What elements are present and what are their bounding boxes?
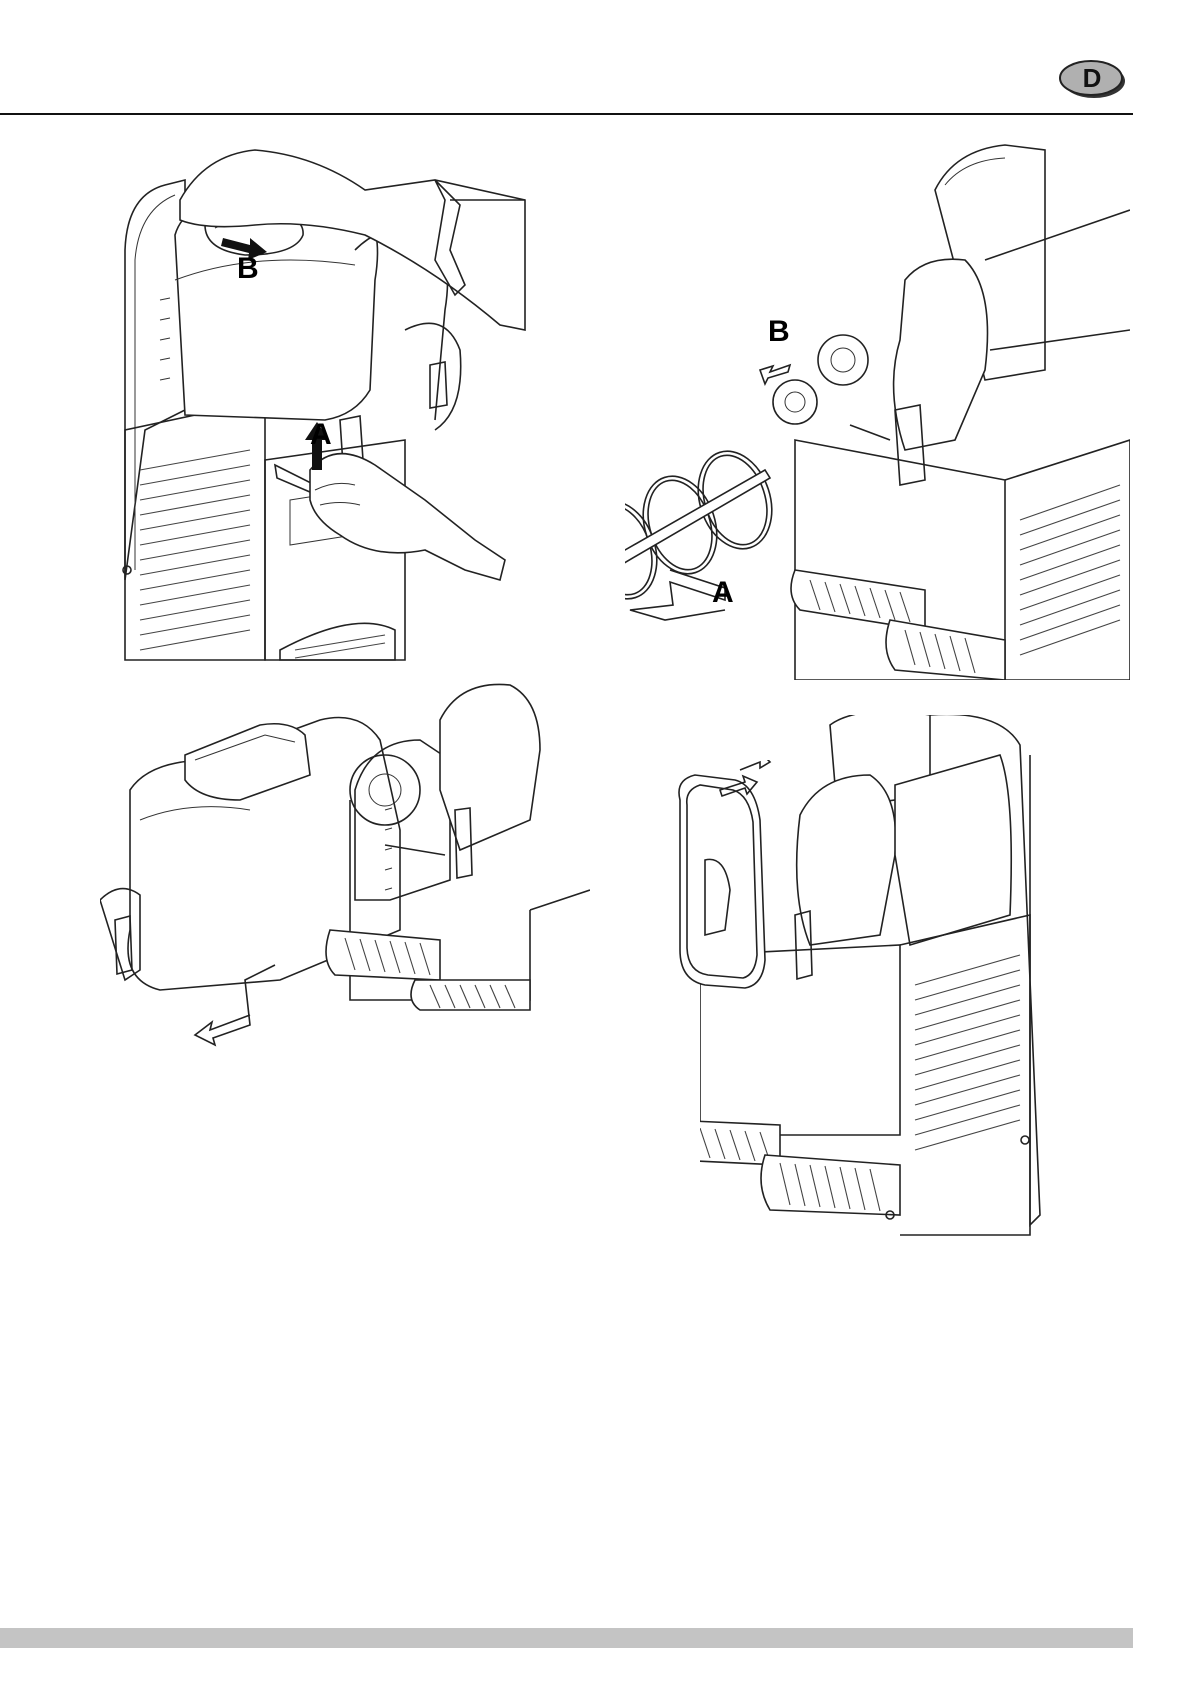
- figure-remove-auger: [625, 140, 1130, 680]
- figure-remove-lid-and-lock: [105, 140, 575, 665]
- footer-bar: [0, 1628, 1133, 1648]
- machine-illustration-1: [105, 140, 575, 665]
- callout-b-fig1: B: [237, 252, 259, 286]
- figure-remove-container: [100, 680, 590, 1090]
- seal-gasket-icon: [665, 760, 795, 1010]
- callout-a-fig1: A: [310, 418, 332, 452]
- language-letter: D: [1058, 58, 1126, 100]
- header-rule: [0, 113, 1133, 115]
- machine-illustration-2: [625, 140, 1130, 680]
- language-badge: D: [1058, 58, 1126, 100]
- machine-illustration-3: [100, 680, 590, 1090]
- callout-a-fig2: A: [712, 576, 734, 610]
- callout-b-fig2: B: [768, 315, 790, 349]
- figure-seal-gasket: [665, 760, 795, 1010]
